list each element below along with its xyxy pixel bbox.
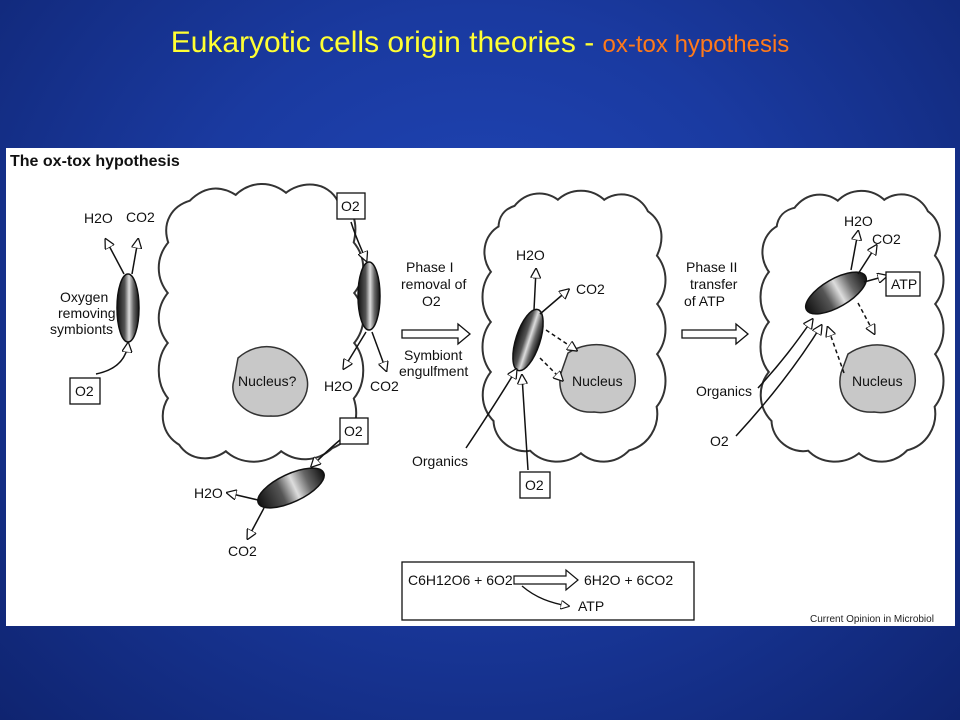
symbiont-label-3: symbionts <box>50 321 113 337</box>
o2-box-left-label: O2 <box>75 383 94 399</box>
figure-credit: Current Opinion in Microbiol <box>810 614 934 625</box>
phase2-arrow <box>681 322 750 346</box>
phase2-label-3: of ATP <box>684 293 725 309</box>
slide-title: Eukaryotic cells origin theories - ox-to… <box>0 26 960 60</box>
o2-box-top-label: O2 <box>341 198 360 214</box>
phase1-label-1: Phase I <box>406 259 453 275</box>
nucleus-right-label: Nucleus <box>852 373 903 389</box>
bottom-co2: CO2 <box>228 543 257 559</box>
left-h2o: H2O <box>84 210 113 226</box>
middle-h2o: H2O <box>516 247 545 263</box>
right-cell: Nucleus <box>759 189 945 463</box>
right-co2: CO2 <box>370 378 399 394</box>
nucleus-left <box>232 345 309 417</box>
left-co2: CO2 <box>126 209 155 225</box>
symbiont-middle <box>512 308 544 372</box>
bottom-h2o: H2O <box>194 485 223 501</box>
nucleus-middle <box>559 343 636 414</box>
o2-box-left <box>69 377 101 405</box>
title-dash: - <box>575 26 603 59</box>
symbiont-right-cell <box>804 271 868 315</box>
middle-organics: Organics <box>412 453 468 469</box>
figure-panel: The ox-tox hypothesis Nucleus? H2O CO2 O… <box>6 148 955 626</box>
ox-tox-diagram: The ox-tox hypothesis Nucleus? H2O CO2 O… <box>10 153 945 625</box>
symbiont-label-1: Oxygen <box>60 289 108 305</box>
symbiont-right <box>357 261 381 331</box>
middle-cell: Nucleus <box>481 189 667 463</box>
equation-reactants: C6H12O6 + 6O2 <box>408 572 513 588</box>
figure-heading: The ox-tox hypothesis <box>10 153 180 170</box>
symbiont-label-2: removing <box>58 305 116 321</box>
o2-box-middle <box>519 471 551 499</box>
symbiont-bottom <box>257 467 325 509</box>
title-sub: ox-tox hypothesis <box>602 31 790 58</box>
phase2-label-1: Phase II <box>686 259 737 275</box>
atp-box-label: ATP <box>891 276 917 292</box>
phase2-label-2: transfer <box>690 276 738 292</box>
right-h2o: H2O <box>324 378 353 394</box>
phase1-sub-1: Symbiont <box>404 347 462 363</box>
atp-box <box>885 271 921 297</box>
phase1-label-3: O2 <box>422 293 441 309</box>
equation-products: 6H2O + 6CO2 <box>584 572 673 588</box>
equation-atp: ATP <box>578 598 604 614</box>
o2-box-bottom-label: O2 <box>344 423 363 439</box>
left-cell: Nucleus? <box>157 183 365 463</box>
phase1-label-2: removal of <box>401 276 466 292</box>
title-main: Eukaryotic cells origin theories <box>170 26 576 59</box>
right-cell-co2: CO2 <box>872 231 901 247</box>
right-cell-organics: Organics <box>696 383 752 399</box>
nucleus-middle-label: Nucleus <box>572 373 623 389</box>
equation-box <box>401 561 695 621</box>
phase1-arrow <box>401 322 472 346</box>
right-cell-o2: O2 <box>710 433 729 449</box>
right-cell-h2o: H2O <box>844 213 873 229</box>
nucleus-right <box>839 344 916 414</box>
equation-arrow <box>513 568 579 592</box>
o2-box-middle-label: O2 <box>525 477 544 493</box>
phase1-sub-2: engulfment <box>399 363 468 379</box>
o2-box-bottom <box>339 417 369 445</box>
o2-box-top <box>336 192 366 220</box>
symbiont-left <box>116 273 140 343</box>
nucleus-left-label: Nucleus? <box>238 373 297 389</box>
middle-co2: CO2 <box>576 281 605 297</box>
